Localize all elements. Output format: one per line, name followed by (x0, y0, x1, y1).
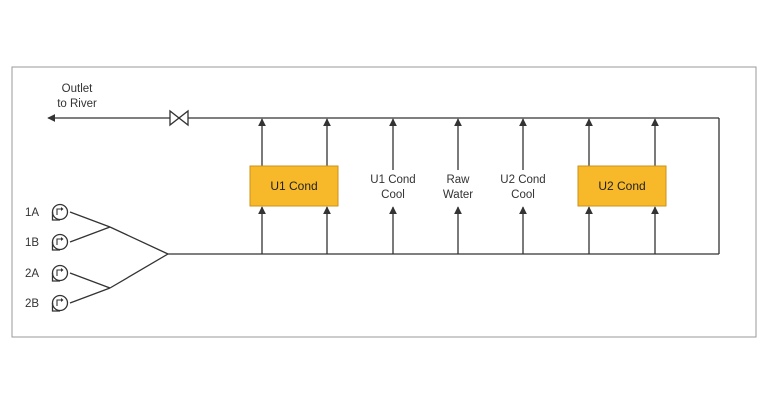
u1-condenser: U1 Cond (249, 165, 339, 207)
pump-icon (51, 233, 69, 251)
pump-2A: 2A (25, 264, 69, 282)
u1-cond-cool-label-line2: Cool (381, 189, 405, 201)
pump-label: 1A (25, 207, 39, 219)
raw-water-label-line1: Raw (446, 174, 470, 186)
pump-icon (51, 294, 69, 312)
raw-water-label-line2: Water (443, 189, 473, 201)
valve-icon (169, 109, 189, 127)
pump-1B: 1B (25, 233, 69, 251)
pump-2B: 2B (25, 294, 69, 312)
pump-1A: 1A (25, 203, 69, 221)
u2-condenser: U2 Cond (577, 165, 667, 207)
pump-icon (51, 203, 69, 221)
pump-label: 2B (25, 298, 39, 310)
u2-condenser-label: U2 Cond (598, 179, 645, 193)
u1-cond-cool-label-line1: U1 Cond (370, 174, 415, 186)
outlet-label-line2: to River (57, 98, 97, 110)
diagram-frame (11, 66, 757, 338)
pump-label: 2A (25, 268, 39, 280)
u2-cond-cool-label-line1: U2 Cond (500, 174, 545, 186)
pump-manifold (69, 211, 169, 304)
u1-condenser-label: U1 Cond (270, 179, 317, 193)
outlet-label-line1: Outlet (62, 83, 93, 95)
pump-icon (51, 264, 69, 282)
u2-cond-cool-label-line2: Cool (511, 189, 535, 201)
pump-label: 1B (25, 237, 39, 249)
